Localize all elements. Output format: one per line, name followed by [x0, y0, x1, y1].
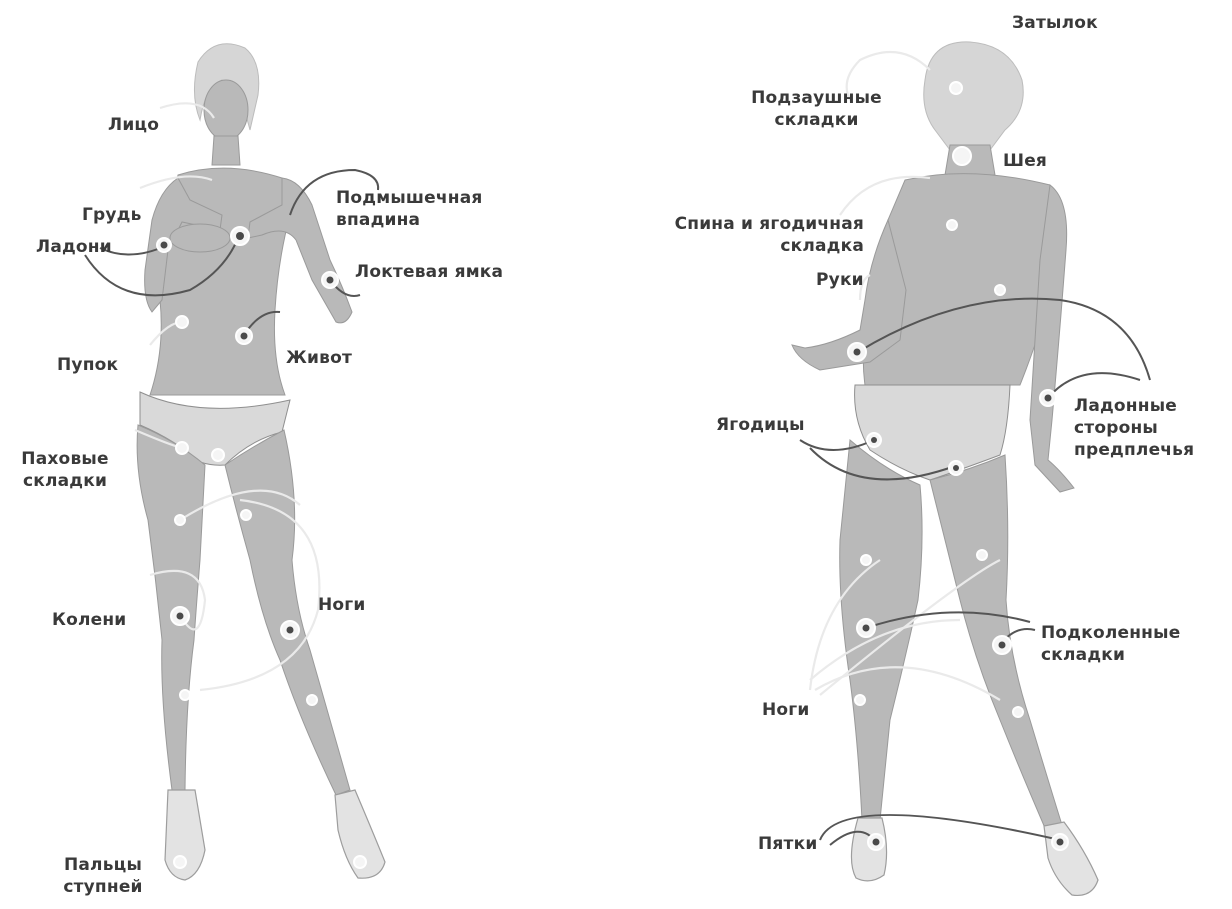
label-armpit: Подмышечная впадина	[336, 187, 483, 231]
label-navel: Пупок	[57, 354, 118, 376]
label-toes-line2: ступней	[48, 876, 158, 898]
label-nape: Затылок	[1012, 12, 1098, 34]
label-forearm-line3: предплечья	[1074, 439, 1194, 461]
label-back-line1: Спина и ягодичная	[626, 213, 864, 235]
label-behind-ear-line2: складки	[734, 109, 899, 131]
label-forearm: Ладонные стороны предплечья	[1074, 395, 1194, 461]
label-belly: Живот	[286, 347, 352, 369]
front-figure	[85, 44, 385, 880]
front-dot-palm	[157, 238, 171, 252]
label-back: Спина и ягодичная складка	[626, 213, 864, 257]
back-dot-forearm	[1040, 390, 1056, 406]
label-popliteal: Подколенные складки	[1041, 622, 1180, 666]
label-heels: Пятки	[758, 833, 817, 855]
label-armpit-line1: Подмышечная	[336, 187, 483, 209]
front-dot-leg	[281, 621, 299, 639]
label-palms: Ладони	[36, 236, 112, 258]
label-behind-ear: Подзаушные складки	[734, 87, 899, 131]
label-neck: Шея	[1003, 150, 1047, 172]
label-breast: Грудь	[82, 204, 142, 226]
label-knees: Колени	[52, 609, 126, 631]
back-dot-nape	[950, 82, 962, 94]
front-dot-breast	[231, 227, 249, 245]
label-groin-line2: складки	[10, 470, 120, 492]
label-forearm-line2: стороны	[1074, 417, 1194, 439]
label-toes: Пальцы ступней	[48, 854, 158, 898]
label-toes-line1: Пальцы	[48, 854, 158, 876]
label-buttocks: Ягодицы	[716, 414, 805, 436]
label-back-line2: складка	[626, 235, 864, 257]
back-dot-neck	[953, 147, 971, 165]
back-figure	[792, 42, 1150, 896]
label-groin-line1: Паховые	[10, 448, 120, 470]
label-armpit-line2: впадина	[336, 209, 483, 231]
label-elbow: Локтевая ямка	[355, 261, 503, 283]
back-dot-elbow	[848, 343, 866, 361]
back-dot-heel	[868, 834, 1068, 850]
label-behind-ear-line1: Подзаушные	[734, 87, 899, 109]
front-dot-elbow	[322, 272, 338, 288]
label-popliteal-line1: Подколенные	[1041, 622, 1180, 644]
label-legs-front: Ноги	[318, 594, 366, 616]
label-face: Лицо	[108, 114, 159, 136]
label-arms: Руки	[816, 269, 864, 291]
label-forearm-line1: Ладонные	[1074, 395, 1194, 417]
front-dot-belly	[236, 328, 252, 344]
label-legs-back: Ноги	[762, 699, 810, 721]
label-popliteal-line2: складки	[1041, 644, 1180, 666]
label-groin: Паховые складки	[10, 448, 120, 492]
front-dot-navel	[176, 316, 188, 328]
front-dot-knee	[171, 607, 189, 625]
